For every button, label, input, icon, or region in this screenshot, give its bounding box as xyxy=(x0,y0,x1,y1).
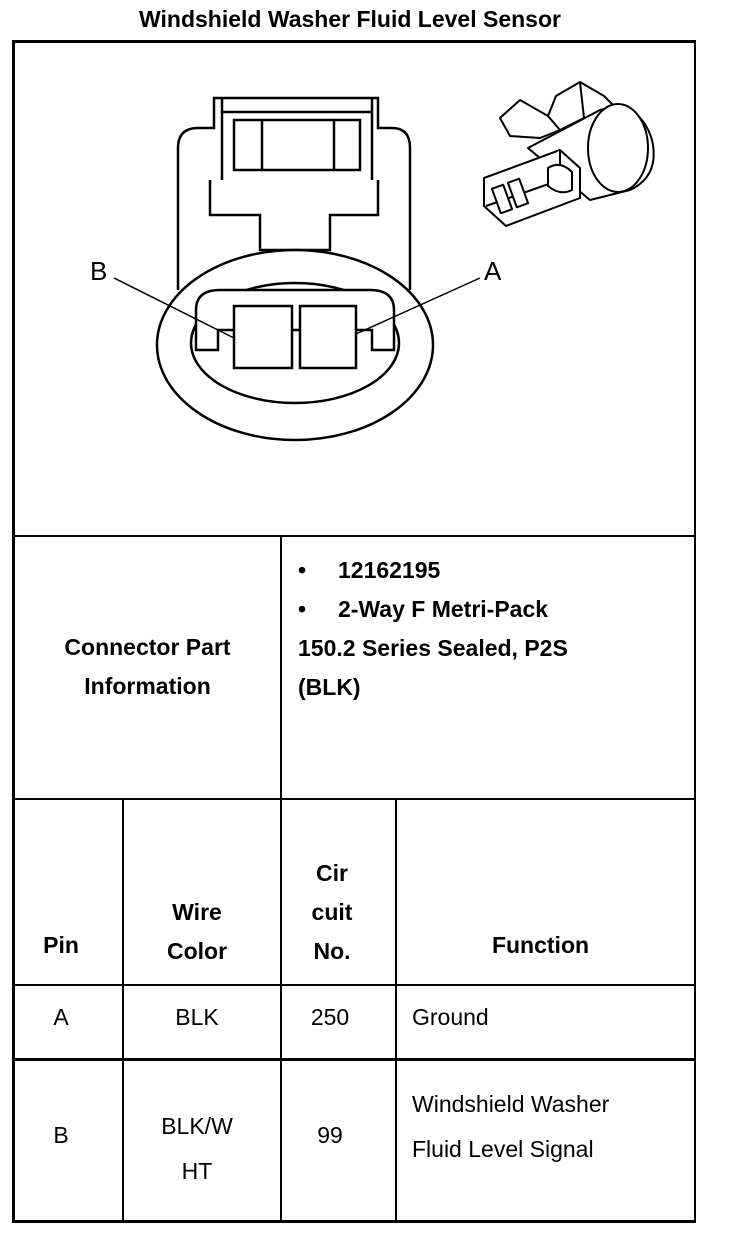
connector-info-label: Connector Part Information xyxy=(64,634,231,699)
description-line-1: 2-Way F Metri-Pack xyxy=(338,596,549,622)
description-line-2: 150.2 Series Sealed, P2S xyxy=(298,635,568,661)
pin-a-label: A xyxy=(484,256,502,286)
divider xyxy=(395,798,397,1223)
row-a-pin: A xyxy=(53,1004,69,1030)
header-function: Function xyxy=(491,932,590,958)
pin-b-label: B xyxy=(90,256,107,286)
row-b-function: Windshield Washer Fluid Level Signal xyxy=(412,1091,610,1162)
bullet-icon: • xyxy=(298,557,307,583)
connector-face-view xyxy=(113,96,481,442)
connector-3d-view xyxy=(483,81,655,227)
divider xyxy=(12,1220,696,1223)
part-number-row: • 12162195 xyxy=(298,551,694,590)
cavity-a xyxy=(298,304,358,370)
connector-diagram: B A xyxy=(90,81,655,442)
cavity-b xyxy=(232,304,294,370)
connector-info-details: • 12162195 • 2-Way F Metri-Pack 150.2 Se… xyxy=(298,551,694,707)
header-wire-color: Wire Color xyxy=(166,899,228,964)
row-b-pin: B xyxy=(53,1122,69,1148)
bullet-icon: • xyxy=(298,596,307,622)
divider xyxy=(122,798,124,1223)
divider xyxy=(280,535,282,1223)
divider xyxy=(12,535,696,537)
row-b-wire-color: BLK/W HT xyxy=(161,1113,233,1184)
diagram-frame xyxy=(12,40,696,1223)
header-circuit-number: Cir cuit No. xyxy=(311,860,353,964)
header-pin: Pin xyxy=(43,932,79,958)
row-a-wire-color: BLK xyxy=(175,1004,219,1030)
page-title: Windshield Washer Fluid Level Sensor xyxy=(139,6,561,32)
divider xyxy=(12,984,696,986)
divider xyxy=(12,798,696,800)
divider xyxy=(12,1058,696,1061)
part-number: 12162195 xyxy=(338,557,441,583)
description-line-3: (BLK) xyxy=(298,674,361,700)
row-a-function: Ground xyxy=(412,1004,489,1030)
row-b-circuit: 99 xyxy=(317,1122,343,1148)
description-row: • 2-Way F Metri-Pack xyxy=(298,590,694,629)
row-a-circuit: 250 xyxy=(310,1004,350,1030)
